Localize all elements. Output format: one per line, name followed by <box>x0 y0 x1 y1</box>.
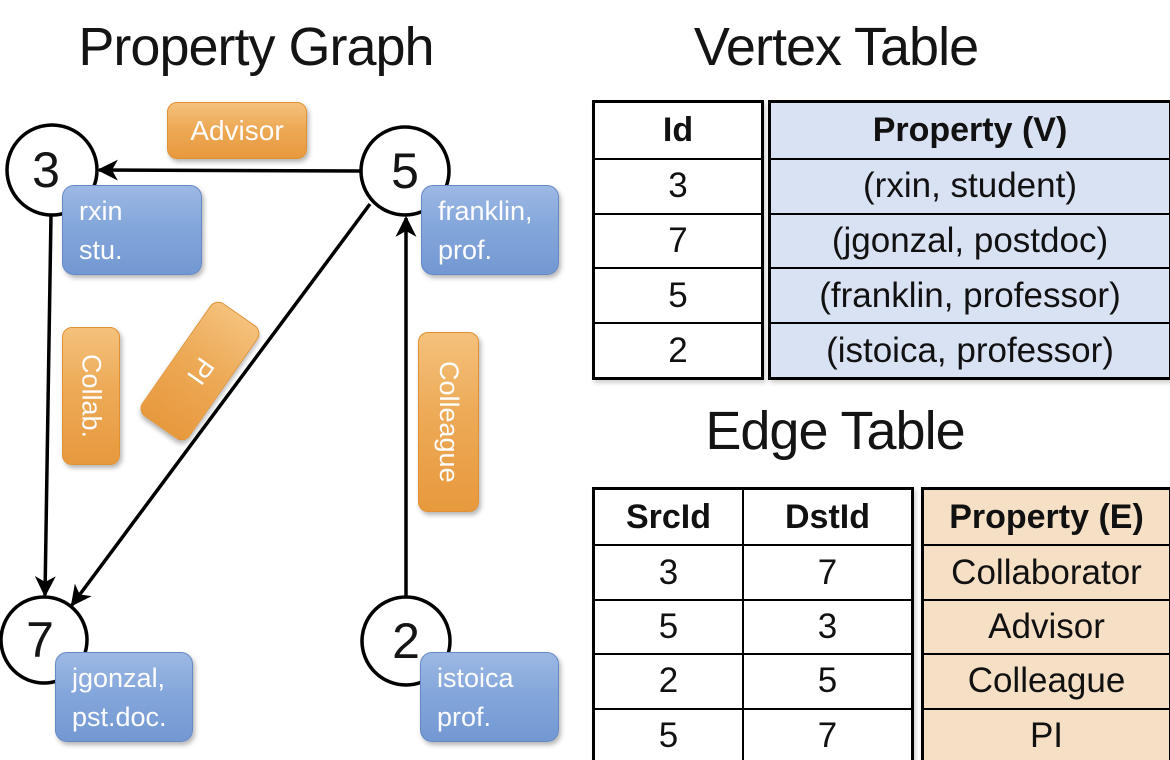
edge-table-id-columns: SrcId DstId 3 7 5 3 2 5 5 7 <box>592 487 914 760</box>
table-row: PI <box>924 707 1169 760</box>
table-row: 7 <box>595 212 761 268</box>
table-row: 3 <box>595 157 761 213</box>
vertex-card-istoica: istoica prof. <box>420 652 559 742</box>
edge-src-cell: 2 <box>595 655 744 708</box>
edge-arrow-advisor-5-to-3 <box>96 159 362 181</box>
edge-dst-cell: 3 <box>817 606 838 646</box>
vertex-property-cell: (jgonzal, postdoc) <box>771 214 1169 268</box>
vertex-property-cell: (istoica, professor) <box>771 324 1169 377</box>
table-row: 5 7 <box>595 707 911 760</box>
vertex-card-line: pst.doc. <box>72 702 167 732</box>
vertex-card-line: prof. <box>437 702 492 732</box>
edge-src-cell: 5 <box>595 600 744 654</box>
vertex-card-rxin: rxin stu. <box>62 185 202 275</box>
edge-src-cell: 5 <box>595 709 744 760</box>
vertex-card-line: rxin <box>79 196 123 226</box>
table-row: 2 <box>595 322 761 377</box>
vertex-card-line: istoica <box>437 663 514 693</box>
edge-label-collab: Collab. <box>62 327 120 465</box>
edge-table-header-srcid: SrcId <box>595 490 744 545</box>
table-row: Advisor <box>924 598 1169 654</box>
vertex-property-cell: (rxin, student) <box>771 159 1169 213</box>
edge-property-cell: Colleague <box>924 655 1169 708</box>
vertex-card-franklin: franklin, prof. <box>421 185 559 275</box>
edge-property-cell: Collaborator <box>924 546 1169 599</box>
table-row: 2 5 <box>595 653 911 708</box>
table-row: 5 3 <box>595 598 911 654</box>
graph-title: Property Graph <box>78 17 434 77</box>
table-row: Colleague <box>924 653 1169 708</box>
vertex-card-line: stu. <box>79 235 123 265</box>
edge-arrow-collab-3-to-7 <box>34 214 56 598</box>
table-row: (jgonzal, postdoc) <box>771 212 1169 268</box>
vertex-id-cell: 7 <box>668 220 688 260</box>
vertex-card-line: jgonzal, <box>72 663 166 693</box>
table-row: 3 7 <box>595 544 911 599</box>
vertex-table-title: Vertex Table <box>693 17 979 77</box>
edge-src-cell: 3 <box>595 546 744 599</box>
edge-label-advisor: Advisor <box>167 102 307 159</box>
table-row: Collaborator <box>924 544 1169 599</box>
vertex-property-cell: (franklin, professor) <box>771 269 1169 323</box>
table-row: (istoica, professor) <box>771 322 1169 377</box>
vertex-card-line: prof. <box>438 235 493 265</box>
table-row: 5 <box>595 267 761 322</box>
vertex-id-7: 7 <box>26 612 54 668</box>
edge-dst-cell: 7 <box>817 715 838 755</box>
edge-property-cell: PI <box>924 709 1169 760</box>
edge-table-title: Edge Table <box>705 401 965 461</box>
vertex-card-jgonzal: jgonzal, pst.doc. <box>55 652 193 742</box>
edge-table-property-column: Property (E) Collaborator Advisor Collea… <box>921 487 1170 760</box>
table-row: (rxin, student) <box>771 157 1169 213</box>
edge-arrow-pi-5-to-7 <box>70 202 372 607</box>
edge-table-header-property: Property (E) <box>924 490 1169 545</box>
edge-table-header-dstid: DstId <box>785 497 870 536</box>
table-row: (franklin, professor) <box>771 267 1169 323</box>
vertex-card-line: franklin, <box>438 196 533 226</box>
vertex-id-cell: 3 <box>668 166 688 206</box>
vertex-table-header-id: Id <box>662 110 694 149</box>
edge-label-colleague: Colleague <box>418 332 479 512</box>
vertex-table-id-column: Id 3 7 5 2 <box>592 100 764 380</box>
vertex-table-property-column: Property (V) (rxin, student) (jgonzal, p… <box>768 100 1170 380</box>
edge-dst-cell: 7 <box>817 552 838 592</box>
vertex-id-cell: 2 <box>668 330 688 370</box>
vertex-id-2: 2 <box>392 613 420 669</box>
edge-dst-cell: 5 <box>817 661 838 701</box>
vertex-id-3: 3 <box>32 142 60 198</box>
vertex-id-cell: 5 <box>668 275 688 315</box>
vertex-id-5: 5 <box>391 143 419 199</box>
vertex-table-header-property: Property (V) <box>771 103 1169 158</box>
edge-property-cell: Advisor <box>924 600 1169 654</box>
